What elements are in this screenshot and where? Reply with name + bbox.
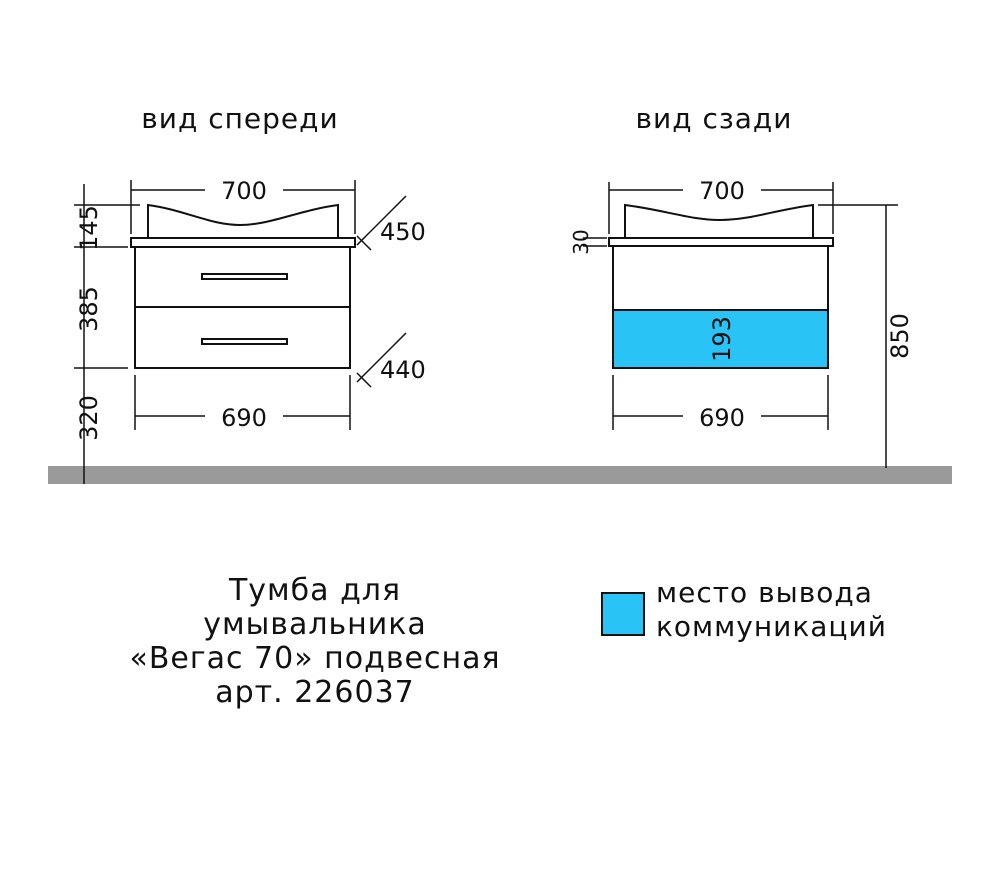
front-countertop: [130, 237, 356, 248]
front-dim-top-width: 700: [221, 177, 267, 205]
back-view-title: вид сзади: [636, 102, 793, 135]
front-handle-bottom: [201, 338, 288, 345]
caption-line-3: «Вегас 70» подвесная: [129, 641, 501, 676]
legend-swatch: [601, 592, 645, 636]
back-dim-top-width: 700: [699, 177, 745, 205]
front-view: [74, 180, 407, 484]
back-dim-countertop-thickness: 30: [569, 229, 593, 254]
front-dim-bottom-width: 690: [221, 404, 267, 432]
back-cutout: [612, 309, 829, 369]
legend-line-1: место вывода: [656, 576, 873, 609]
back-view: [583, 182, 898, 468]
floor-line: [48, 466, 952, 484]
back-dim-total-height: 850: [886, 313, 914, 359]
back-dim-bottom-width: 690: [699, 404, 745, 432]
back-dim-cutout-height: 193: [708, 316, 736, 362]
front-view-title: вид спереди: [141, 102, 338, 135]
front-dim-basin-height: 145: [75, 205, 103, 251]
legend-line-2: коммуникаций: [656, 610, 887, 643]
front-dim-depth-top: 450: [380, 218, 426, 246]
front-basin: [147, 203, 339, 239]
product-caption: Тумба для умывальника «Вегас 70» подвесн…: [120, 574, 510, 710]
front-dim-mount-height: 320: [75, 395, 103, 441]
front-dim-cabinet-height: 385: [75, 286, 103, 332]
caption-line-2: умывальника: [203, 607, 427, 642]
front-handle-top: [201, 273, 288, 280]
caption-line-4: арт. 226037: [215, 675, 415, 710]
legend-text: место вывода коммуникаций: [656, 576, 887, 644]
front-dim-depth-bottom: 440: [380, 356, 426, 384]
back-basin: [624, 203, 814, 239]
caption-line-1: Тумба для: [228, 573, 402, 608]
back-countertop: [608, 237, 834, 247]
